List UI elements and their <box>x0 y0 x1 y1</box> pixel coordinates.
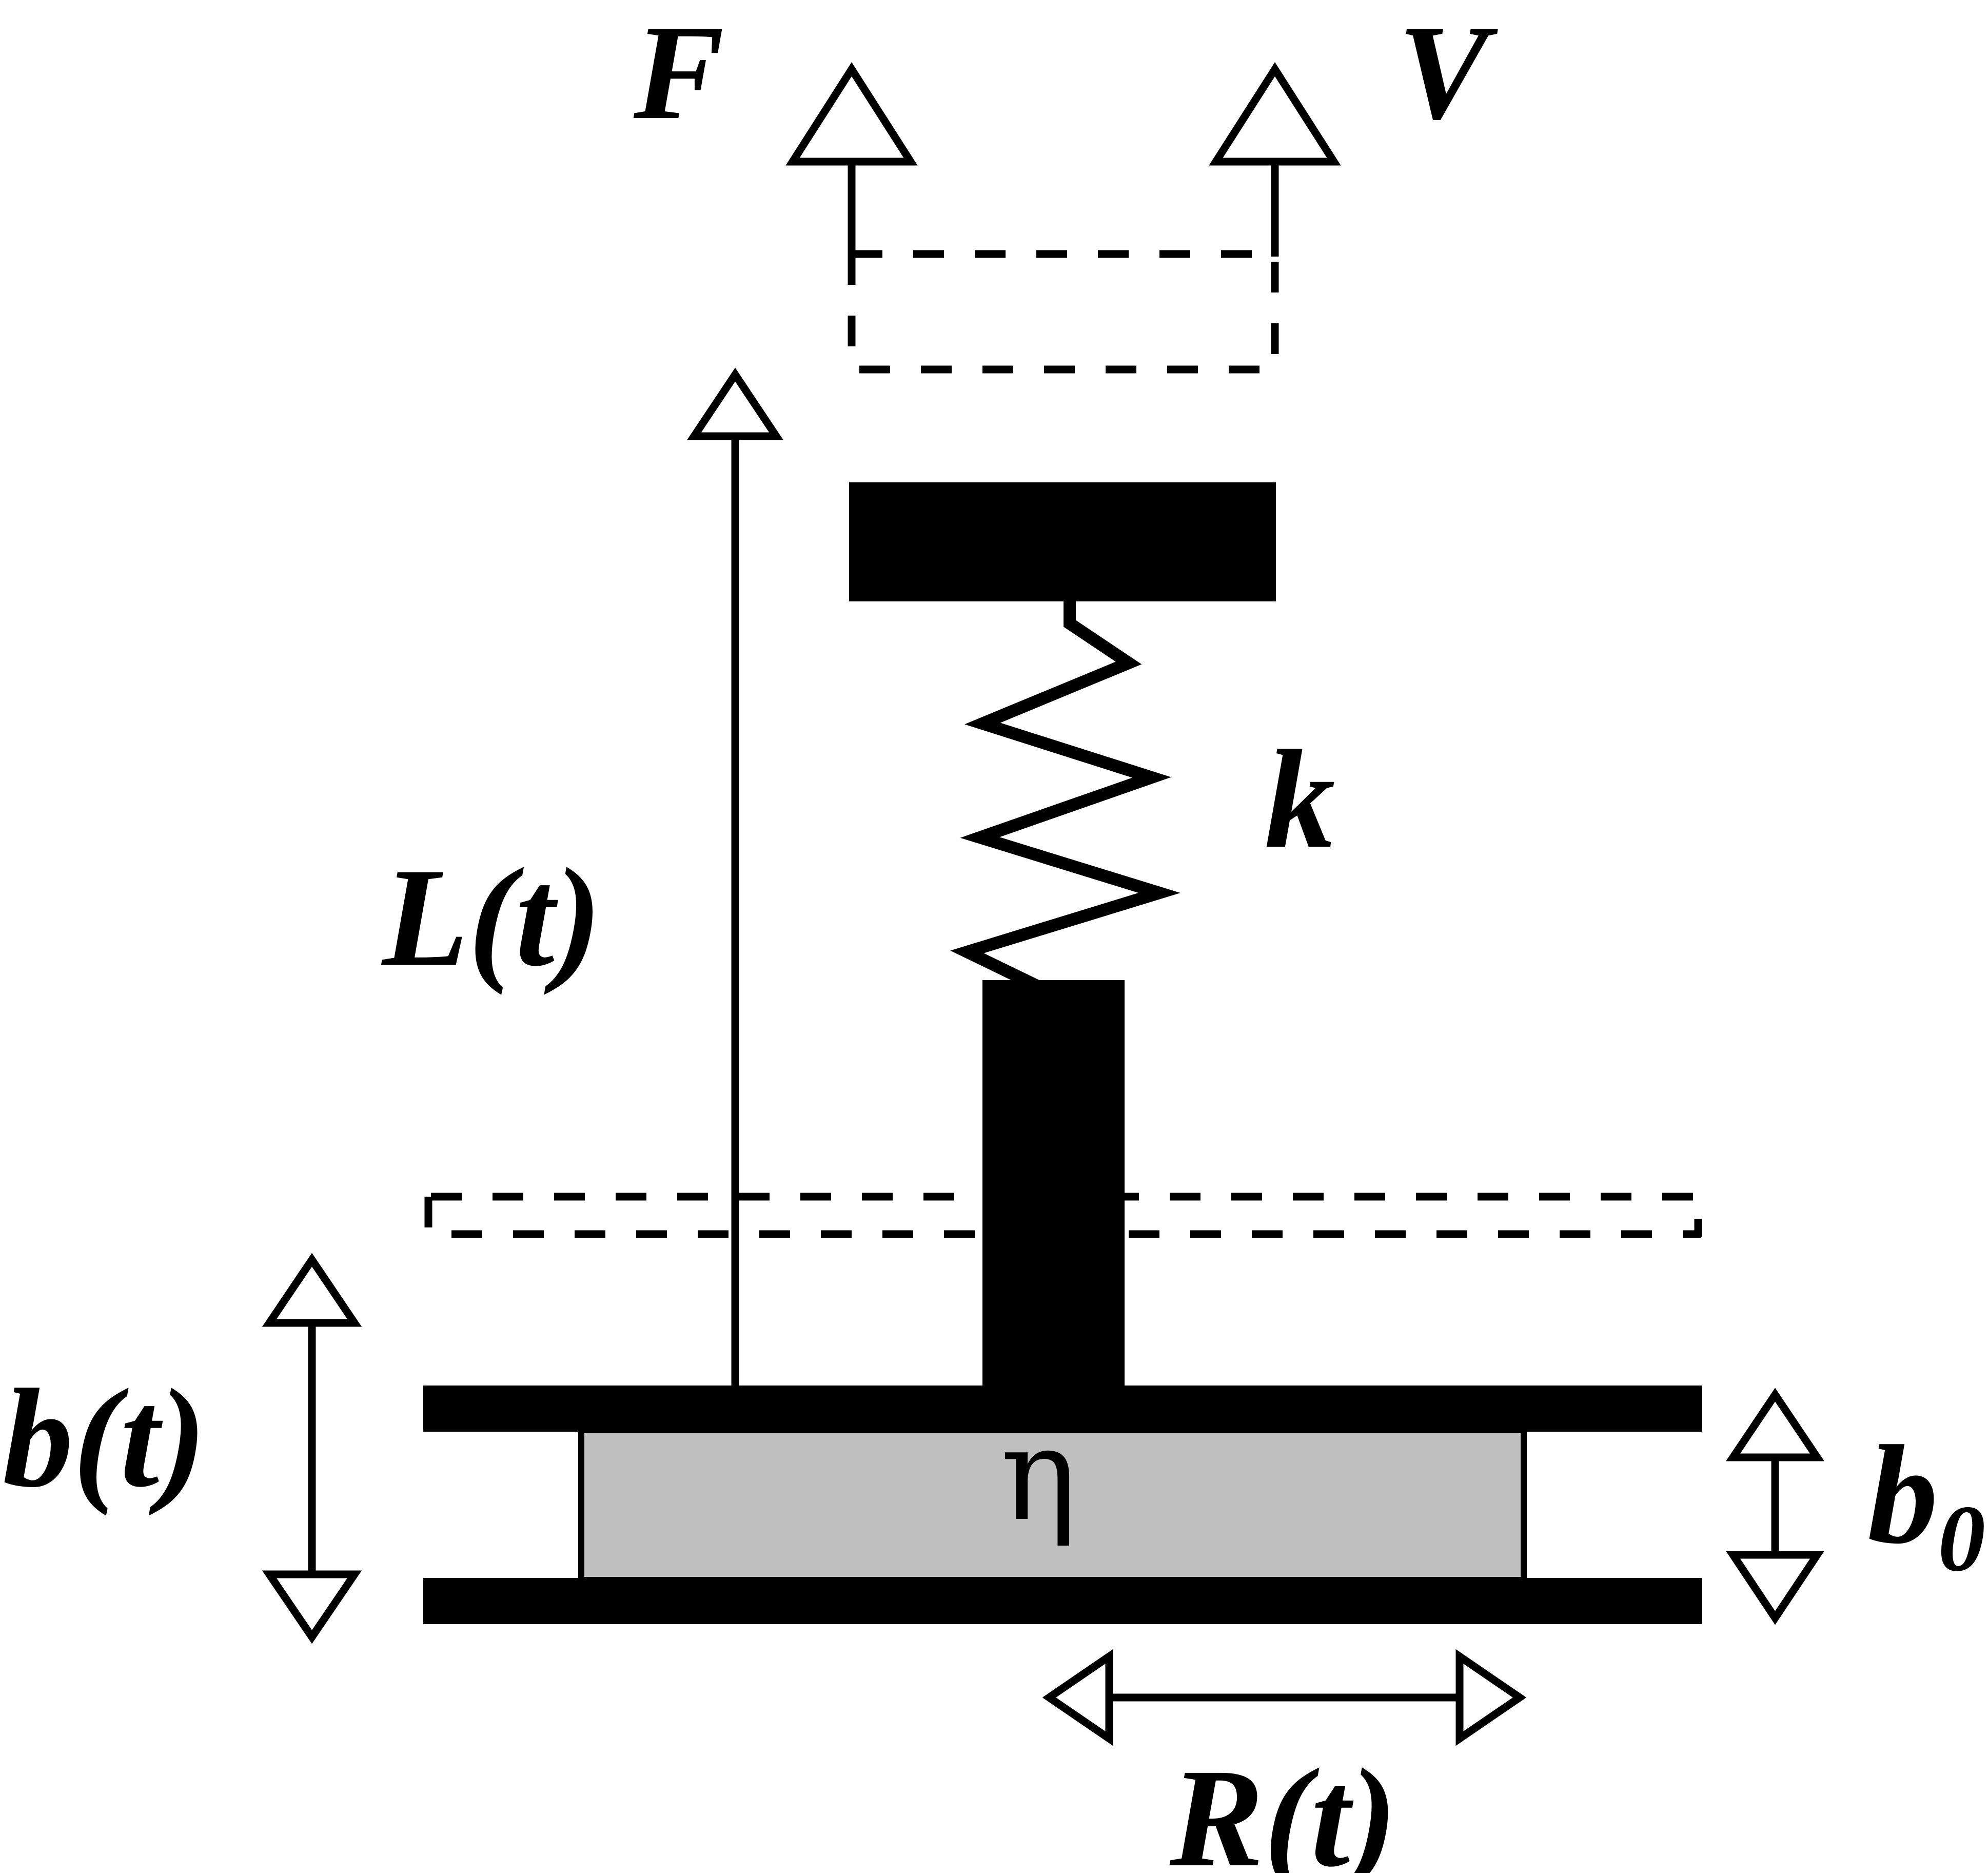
length-arrowhead-up-icon <box>686 367 784 440</box>
plunger <box>982 980 1125 1397</box>
radius-arrow <box>1042 1649 1527 1746</box>
label-velocity: V <box>1398 0 1500 148</box>
force-arrowhead-icon <box>785 62 918 166</box>
force-arrow <box>785 62 918 257</box>
radius-arrowhead-right-icon <box>1455 1649 1527 1746</box>
gap-arrowhead-up-icon <box>262 1253 362 1327</box>
radius-arrowhead-left-icon <box>1042 1649 1113 1746</box>
velocity-arrow <box>1209 62 1341 257</box>
label-gap: b(t) <box>3 1360 206 1516</box>
label-initial-gap-base: b <box>1867 1417 1938 1573</box>
gap-arrowhead-down-icon <box>262 1570 362 1644</box>
gap-arrow <box>262 1253 362 1644</box>
top-plate <box>423 1386 1702 1432</box>
top-dashed-box <box>848 250 1279 374</box>
label-spring-constant: k <box>1265 721 1335 877</box>
top-block <box>849 482 1276 601</box>
initial-gap-arrowhead-down-icon <box>1725 1551 1825 1625</box>
label-force: F <box>632 0 724 148</box>
label-length: L(t) <box>380 840 602 996</box>
label-viscosity: η <box>1000 1400 1077 1549</box>
label-radius: R(t) <box>1168 1740 1397 1873</box>
bottom-plate <box>423 1578 1702 1624</box>
velocity-arrowhead-icon <box>1209 62 1341 166</box>
middle-dashed-box <box>424 1193 1702 1238</box>
label-initial-gap-subscript: 0 <box>1938 1486 1986 1591</box>
spring <box>950 601 1180 1007</box>
initial-gap-arrow <box>1725 1388 1825 1625</box>
initial-gap-arrowhead-up-icon <box>1725 1388 1825 1461</box>
label-initial-gap: b0 <box>1867 1417 1985 1591</box>
